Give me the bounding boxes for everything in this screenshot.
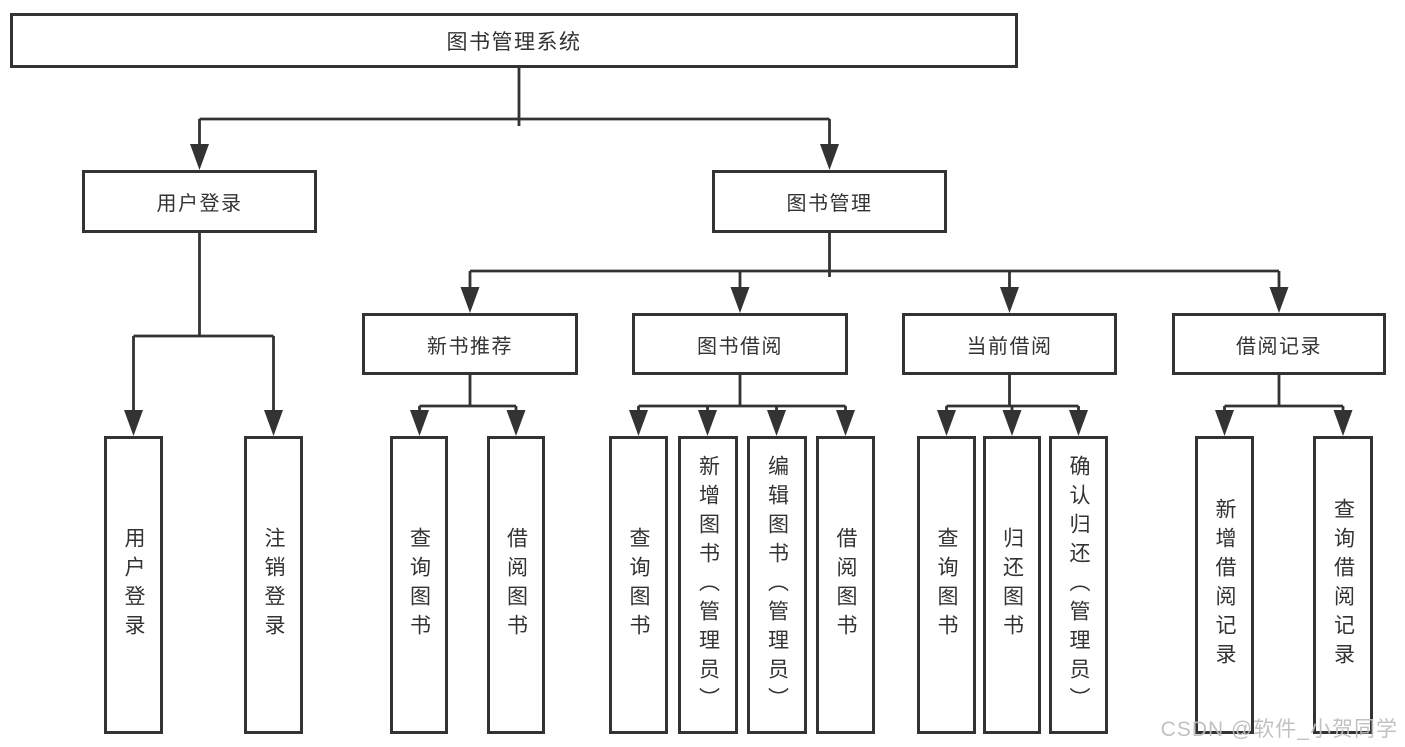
node-return-books: 归还图书	[983, 436, 1041, 734]
watermark: CSDN @软件_小贺同学	[1160, 718, 1398, 741]
node-user-login-group: 用户登录	[82, 170, 317, 233]
arrowheads	[124, 144, 1353, 436]
node-new-book-recommend: 新书推荐	[362, 313, 578, 375]
node-query-books-borrowing: 查询图书	[609, 436, 668, 734]
node-borrow-books: 借阅图书	[816, 436, 875, 734]
node-add-borrow-record: 新增借阅记录	[1195, 436, 1254, 734]
node-add-books-admin: 新增图书（管理员）	[678, 436, 738, 734]
node-edit-books-admin: 编辑图书（管理员）	[747, 436, 807, 734]
node-library-system: 图书管理系统	[10, 13, 1018, 68]
node-confirm-return-admin: 确认归还（管理员）	[1049, 436, 1108, 734]
node-user-login: 用户登录	[104, 436, 163, 734]
node-current-borrowing: 当前借阅	[902, 313, 1117, 375]
node-query-books-current: 查询图书	[917, 436, 976, 734]
node-query-borrow-record: 查询借阅记录	[1313, 436, 1373, 734]
node-borrowing-records: 借阅记录	[1172, 313, 1386, 375]
node-borrow-books-recommend: 借阅图书	[487, 436, 545, 734]
node-book-management: 图书管理	[712, 170, 947, 233]
node-query-books-recommend: 查询图书	[390, 436, 448, 734]
node-book-borrowing: 图书借阅	[632, 313, 848, 375]
node-logout: 注销登录	[244, 436, 303, 734]
